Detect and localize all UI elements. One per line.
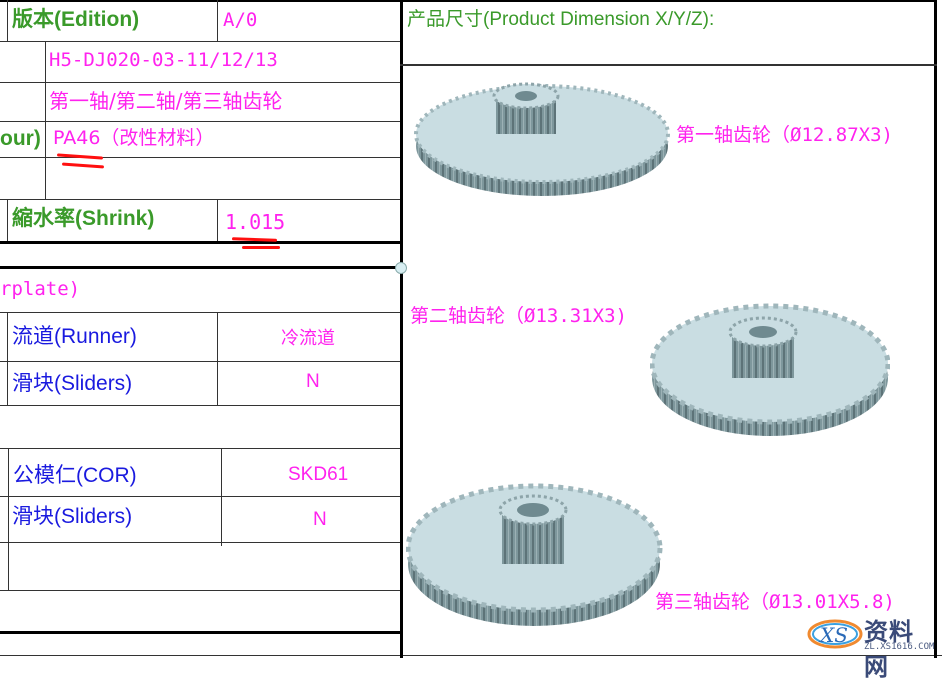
panel-border-left bbox=[400, 0, 403, 658]
row-divider bbox=[0, 121, 400, 122]
row-divider bbox=[0, 157, 400, 158]
col-divider bbox=[7, 199, 8, 241]
section-divider bbox=[0, 241, 400, 244]
table-border-bottom bbox=[0, 655, 942, 656]
material-label: our) bbox=[0, 127, 41, 150]
panel-border-right bbox=[934, 0, 937, 658]
core-value: SKD61 bbox=[288, 464, 349, 485]
material-value: PA46（改性材料） bbox=[53, 127, 215, 149]
core-label: 公模仁(COR) bbox=[13, 464, 137, 487]
row-divider bbox=[0, 405, 400, 406]
edition-label: 版本(Edition) bbox=[12, 8, 140, 31]
gear-image-3 bbox=[406, 483, 663, 626]
red-underline-mark bbox=[242, 246, 280, 249]
row-divider bbox=[0, 82, 400, 83]
svg-text:XS: XS bbox=[818, 623, 848, 647]
gear-image-1 bbox=[414, 82, 670, 196]
section-divider bbox=[0, 631, 400, 634]
gear-label-1: 第一轴齿轮（Ø12.87X3) bbox=[676, 124, 893, 146]
red-underline-mark bbox=[61, 162, 105, 169]
sliders-label: 滑块(Sliders) bbox=[12, 372, 133, 395]
gear-image-2 bbox=[650, 303, 890, 436]
resize-handle[interactable] bbox=[395, 262, 407, 274]
sliders-value-2: N bbox=[313, 509, 327, 530]
watermark-url: ZL.XS1616.COM bbox=[864, 642, 935, 652]
section-divider bbox=[0, 266, 400, 269]
panel-title: 产品尺寸(Product Dimension X/Y/Z): bbox=[407, 9, 715, 30]
gear-label-3: 第三轴齿轮（Ø13.01X5.8) bbox=[655, 591, 895, 613]
row-divider bbox=[0, 199, 400, 200]
sliders-label-2: 滑块(Sliders) bbox=[12, 505, 133, 528]
row-divider bbox=[0, 448, 400, 449]
row-divider bbox=[0, 542, 400, 543]
sliders-value: N bbox=[306, 371, 320, 392]
runner-value: 冷流道 bbox=[281, 328, 335, 349]
row-divider bbox=[0, 312, 400, 313]
shrink-label: 縮水率(Shrink) bbox=[12, 207, 155, 230]
section-heading-partial: rplate) bbox=[0, 278, 81, 300]
row-divider bbox=[0, 496, 400, 497]
col-divider bbox=[7, 312, 8, 405]
table-border-top bbox=[0, 0, 400, 2]
xs-logo-icon: XS bbox=[807, 619, 863, 649]
row-divider bbox=[0, 590, 400, 591]
gear-label-2: 第二轴齿轮（Ø13.31X3) bbox=[410, 305, 627, 327]
watermark: XS 资料网 ZL.XS1616.COM bbox=[806, 612, 935, 681]
red-underline-mark bbox=[56, 153, 104, 160]
col-divider bbox=[217, 199, 218, 241]
edition-value: A/0 bbox=[223, 9, 258, 31]
part-number: H5-DJ020-03-11/12/13 bbox=[49, 49, 278, 71]
col-divider bbox=[217, 0, 218, 41]
runner-label: 流道(Runner) bbox=[12, 325, 137, 348]
col-divider bbox=[45, 41, 46, 199]
panel-border-top bbox=[400, 0, 937, 2]
col-divider bbox=[8, 448, 9, 590]
col-divider bbox=[217, 312, 218, 405]
col-divider bbox=[221, 448, 222, 546]
panel-title-divider bbox=[400, 64, 937, 66]
shrink-value: 1.015 bbox=[225, 210, 286, 234]
row-divider bbox=[0, 41, 400, 42]
col-divider bbox=[7, 0, 8, 41]
part-name: 第一轴/第二轴/第三轴齿轮 bbox=[49, 89, 283, 113]
row-divider bbox=[0, 361, 400, 362]
